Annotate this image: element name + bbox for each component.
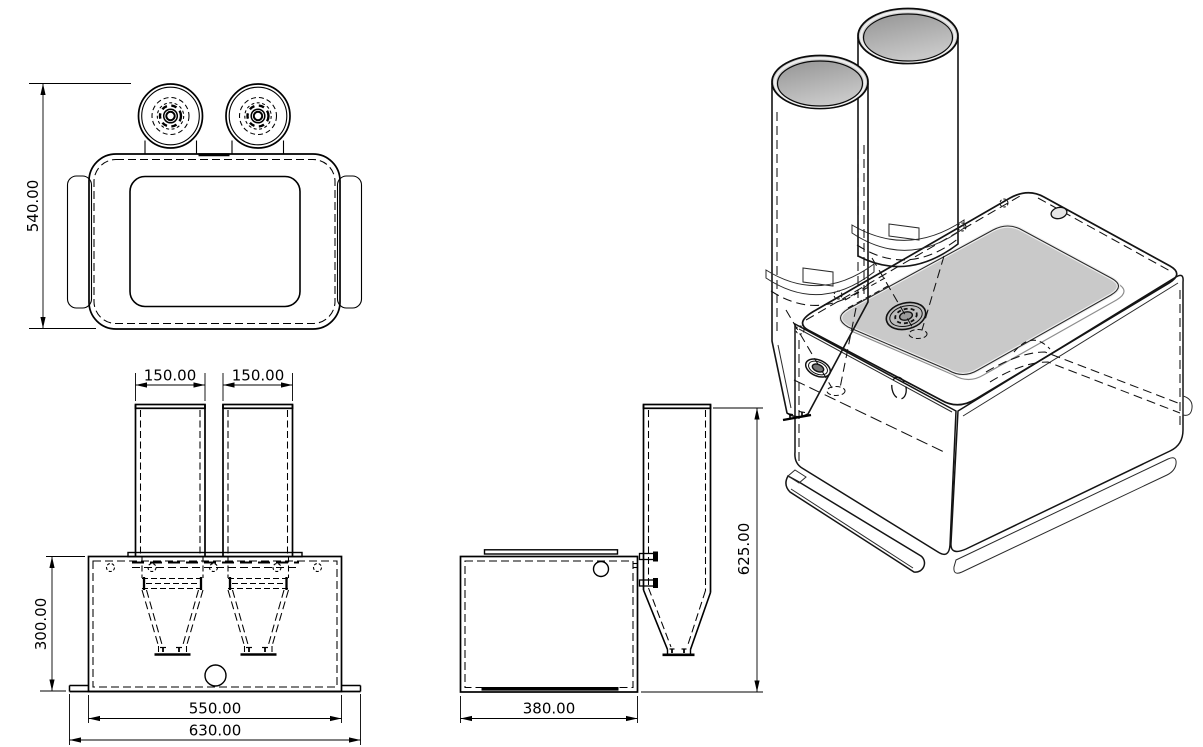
iso-right-tube (851, 7, 965, 268)
top-view-hidden-wall (93, 158, 336, 325)
iso-drain-boss (1182, 395, 1193, 416)
dim-label-630: 630.00 (189, 722, 242, 740)
dim-label-300: 300.00 (32, 598, 50, 651)
front-view-right-tube (222, 403, 294, 557)
dim-front-left-tube: 150.00 (135, 367, 206, 401)
side-view-hole (592, 560, 610, 578)
iso-filler-port (885, 301, 927, 331)
front-view: 150.00 150.00 300.00 550.00 630.00 (32, 367, 362, 745)
iso-bottom-flange-right (953, 457, 1177, 574)
dim-front-overall-width: 630.00 (69, 694, 361, 745)
dim-label-380: 380.00 (523, 700, 576, 718)
front-view-body-outline (87, 555, 343, 693)
side-view-tube (642, 403, 712, 657)
front-view-drain-hole (204, 664, 227, 687)
iso-left-tube-collar (765, 263, 875, 295)
front-view-right-hopper-hidden (227, 556, 290, 656)
dim-front-height: 300.00 (32, 556, 85, 692)
dim-label-625: 625.00 (735, 523, 753, 576)
side-view-hidden-wall (464, 560, 634, 689)
iso-right-tube-collar (851, 219, 965, 251)
side-view-body-outline (459, 555, 639, 693)
isometric-view (765, 7, 1193, 574)
front-view-base-flange (68, 684, 362, 693)
dim-label-540: 540.00 (24, 180, 42, 233)
top-view-left-tube-port (137, 83, 204, 149)
top-view-left-tab (66, 175, 93, 309)
iso-flange-lip (787, 469, 807, 484)
dim-label-550: 550.00 (189, 700, 242, 718)
dim-top-height: 540.00 (24, 83, 131, 329)
top-view-body-outline (88, 153, 341, 330)
iso-front-left-face (794, 322, 957, 556)
iso-front-right-face (950, 274, 1184, 553)
iso-hidden-line-left-face (793, 379, 945, 453)
side-view: 380.00 625.00 (459, 403, 763, 723)
side-view-lid-plate (483, 549, 619, 555)
dim-label-150-right: 150.00 (232, 367, 285, 385)
iso-top-face (801, 191, 1178, 406)
side-view-base-flange (481, 687, 619, 691)
dim-label-150-left: 150.00 (144, 367, 197, 385)
top-view-right-tab (336, 175, 363, 309)
front-view-top-holes (105, 562, 323, 573)
dim-side-depth: 380.00 (460, 696, 638, 723)
iso-hidden-drain-pipe (985, 339, 1193, 416)
iso-screw-marks (795, 198, 1009, 335)
side-view-mounting-pegs (638, 551, 658, 588)
iso-top-hole (1050, 206, 1068, 220)
front-view-hidden-wall (92, 560, 338, 688)
dim-front-right-tube: 150.00 (222, 367, 293, 401)
iso-recessed-panel (838, 224, 1125, 381)
iso-bottom-flange-left (785, 474, 926, 573)
iso-face-hole (891, 376, 907, 400)
front-view-left-hopper-hidden (141, 556, 204, 656)
top-view-recessed-panel (129, 175, 301, 308)
dim-side-overall-height: 625.00 (641, 407, 763, 693)
top-view: 540.00 (24, 83, 363, 330)
front-view-left-tube (134, 403, 206, 557)
top-view-right-tube-port (225, 83, 291, 149)
dim-front-body-width: 550.00 (88, 695, 342, 723)
iso-left-tube (765, 54, 875, 422)
